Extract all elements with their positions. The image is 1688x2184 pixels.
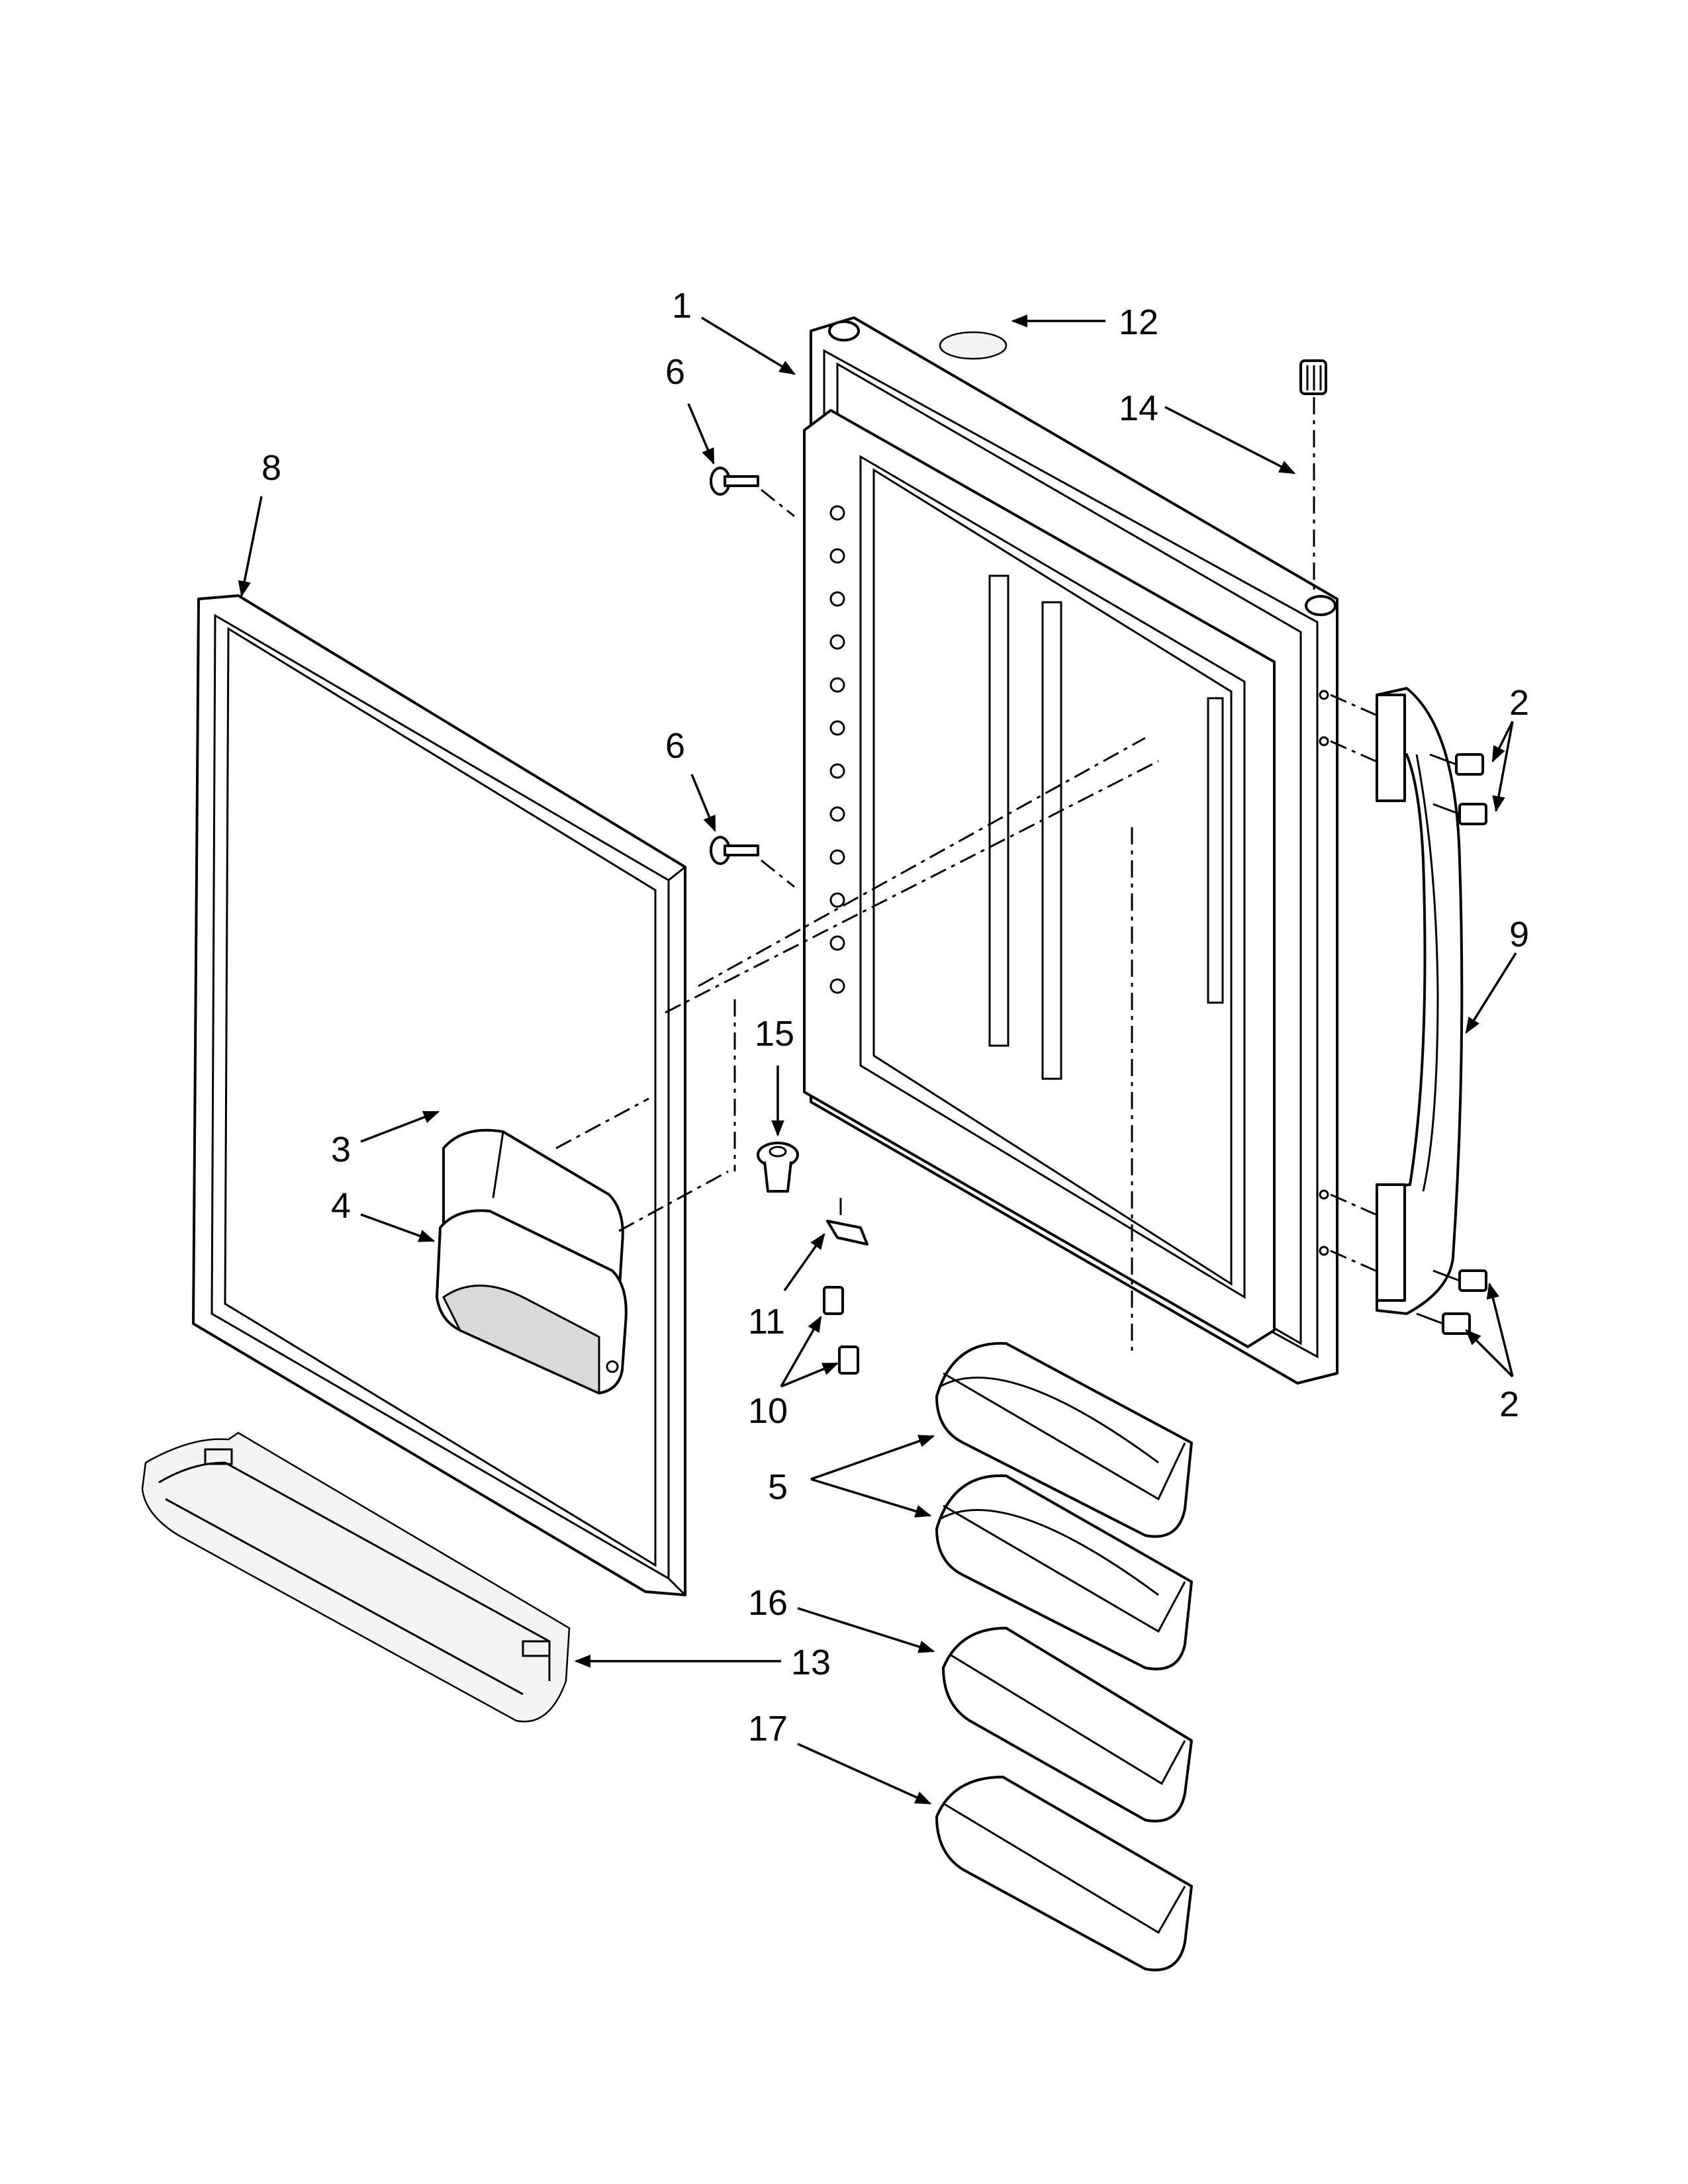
callout-8: 8 bbox=[261, 448, 281, 488]
callout-6-upper: 6 bbox=[665, 352, 685, 392]
part-2-screws bbox=[1330, 694, 1487, 1335]
callout-11: 11 bbox=[748, 1302, 785, 1342]
callout-10: 10 bbox=[748, 1391, 788, 1431]
assembly-lines bbox=[555, 737, 1159, 1357]
part-14-hinge-bushing bbox=[1299, 359, 1327, 592]
part-6-stop-pin-lower bbox=[710, 836, 795, 888]
part-10-screws bbox=[823, 1286, 859, 1375]
part-12-plug bbox=[939, 331, 1008, 360]
callout-2-upper: 2 bbox=[1509, 683, 1529, 723]
part-13-shelf bbox=[141, 1432, 571, 1723]
callout-labels: 1 12 14 6 6 8 2 9 2 3 4 15 11 10 5 13 16… bbox=[261, 286, 1529, 1749]
shelf-clip-holes bbox=[829, 505, 845, 994]
callout-15: 15 bbox=[755, 1014, 794, 1054]
callout-leaders bbox=[238, 314, 1517, 1805]
callout-13: 13 bbox=[791, 1643, 831, 1682]
part-11-clip bbox=[826, 1198, 868, 1246]
callout-14: 14 bbox=[1119, 388, 1158, 428]
part-5-door-bin-lower bbox=[935, 1474, 1193, 1670]
part-6-stop-pin-upper bbox=[710, 467, 795, 518]
part-17-door-bin bbox=[935, 1776, 1193, 1972]
part-9-handle bbox=[1376, 687, 1464, 1315]
part-8-door-liner bbox=[192, 594, 686, 1596]
part-5-door-bin-upper bbox=[935, 1342, 1193, 1538]
callout-6-lower: 6 bbox=[665, 726, 685, 766]
part-4-dairy-bin bbox=[436, 1209, 628, 1395]
part-15-plug bbox=[757, 1142, 799, 1193]
callout-12: 12 bbox=[1119, 302, 1158, 342]
callout-5: 5 bbox=[768, 1467, 788, 1507]
callout-2-lower: 2 bbox=[1499, 1385, 1519, 1424]
callout-4: 4 bbox=[331, 1186, 351, 1226]
callout-3: 3 bbox=[331, 1130, 351, 1169]
part-16-door-bin bbox=[942, 1627, 1193, 1823]
callout-17: 17 bbox=[748, 1709, 788, 1749]
callout-9: 9 bbox=[1509, 915, 1529, 954]
callout-1: 1 bbox=[672, 286, 692, 326]
callout-16: 16 bbox=[748, 1583, 788, 1623]
part-1-door-assembly bbox=[803, 316, 1338, 1385]
